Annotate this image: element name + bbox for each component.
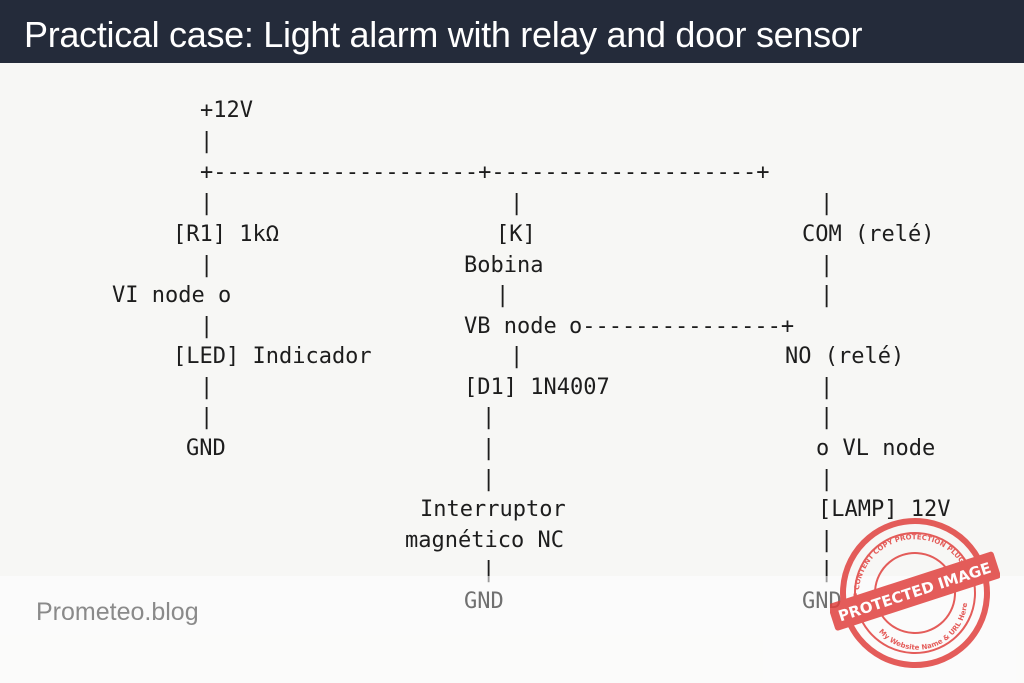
- wire-vertical: |: [820, 253, 834, 278]
- wire-bus: +--------------------+------------------…: [200, 160, 770, 185]
- supply-label: +12V: [200, 98, 253, 123]
- wire-vertical: |: [510, 344, 524, 369]
- wire-vertical: |: [200, 191, 214, 216]
- wire-vertical: |: [200, 405, 214, 430]
- relay-label: [K]: [496, 222, 536, 247]
- wire-link-to-relay: o---------------+: [569, 314, 795, 339]
- resistor-label: [R1] 1kΩ: [173, 222, 279, 247]
- switch-label-line2: magnético NC: [405, 528, 564, 553]
- wire-vertical: |: [482, 405, 496, 430]
- wire-vertical: |: [200, 375, 214, 400]
- wire-vertical: |: [496, 283, 510, 308]
- wire-vertical: |: [820, 375, 834, 400]
- vl-node-label: o VL node: [816, 436, 936, 461]
- wire-vertical: |: [820, 283, 834, 308]
- diode-label: [D1] 1N4007: [464, 375, 610, 400]
- circuit-diagram: +12V | +--------------------+-----------…: [0, 63, 1024, 683]
- wire-vertical: |: [200, 253, 214, 278]
- page-title: Practical case: Light alarm with relay a…: [24, 14, 863, 55]
- wire-vertical: |: [820, 528, 834, 553]
- wire-vertical: |: [200, 314, 214, 339]
- relay-no-label: NO (relé): [785, 344, 905, 369]
- led-label: [LED] Indicador: [173, 344, 372, 369]
- gnd-label: GND: [186, 436, 226, 461]
- wire-vertical: |: [820, 467, 834, 492]
- lamp-label: [LAMP] 12V: [818, 497, 951, 522]
- wire-vertical: |: [820, 191, 834, 216]
- title-bar: Practical case: Light alarm with relay a…: [0, 0, 1024, 63]
- wire-vertical: |: [510, 191, 524, 216]
- wire-vertical: |: [482, 436, 496, 461]
- vb-node-label: VB node: [464, 314, 557, 339]
- wire-vertical: |: [482, 467, 496, 492]
- wire-vertical: |: [200, 129, 214, 154]
- coil-label: Bobina: [464, 253, 544, 278]
- gnd-label: GND: [464, 589, 504, 614]
- protected-image-stamp: PROTECTED IMAGE WP CONTENT COPY PROTECTI…: [830, 517, 1000, 668]
- relay-com-label: COM (relé): [802, 222, 935, 247]
- brand-watermark: Prometeo.blog: [36, 598, 199, 626]
- vi-node-label: VI node o: [112, 283, 232, 308]
- wire-vertical: |: [820, 405, 834, 430]
- switch-label: Interruptor: [420, 497, 566, 522]
